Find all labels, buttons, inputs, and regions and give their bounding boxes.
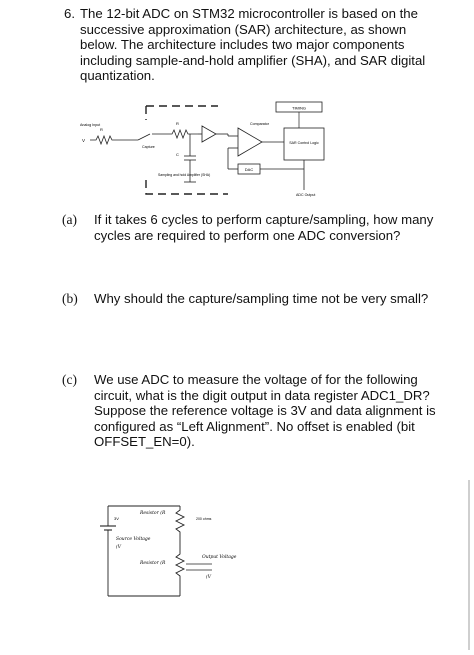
source-voltage-label: Source Voltage xyxy=(116,536,151,542)
comparator xyxy=(237,127,263,157)
input-resistor xyxy=(90,134,138,146)
resistor-1-label: Resistor (R xyxy=(139,509,166,516)
part-a-label: (a) xyxy=(62,212,77,227)
resistor-2 xyxy=(174,550,186,596)
part-a-text: If it takes 6 cycles to perform capture/… xyxy=(94,212,434,243)
adc-resistor xyxy=(152,128,198,140)
resistor-2-label: Resistor (R xyxy=(139,559,166,566)
part-b: (b) Why should the capture/sampling time… xyxy=(62,291,440,307)
analog-input-label: Analog Input xyxy=(80,123,100,127)
r-adc-label: R xyxy=(176,121,179,126)
sar-adc-diagram: TIMING SAR Control Logic Analog Input V … xyxy=(80,101,325,197)
timing-label: TIMING xyxy=(292,106,306,111)
capture-label: Capture xyxy=(142,145,155,149)
scrollbar[interactable] xyxy=(468,480,470,650)
sha-label: Sampling and hold Amplifier (SHA) xyxy=(158,173,210,177)
part-b-text: Why should the capture/sampling time not… xyxy=(94,291,429,306)
vin-label: V xyxy=(82,138,85,143)
source-value: 3V xyxy=(114,516,119,521)
output-voltage-label: Output Voltage xyxy=(202,554,237,560)
buffer-amp xyxy=(201,125,217,143)
dac-label: DAC xyxy=(245,167,254,172)
part-a: (a) If it takes 6 cycles to perform capt… xyxy=(62,212,440,243)
adc-output-label: ADC Output xyxy=(296,193,315,197)
part-c-text: We use ADC to measure the voltage of for… xyxy=(94,372,436,450)
cadc-label: C xyxy=(176,152,179,157)
question-intro: The 12-bit ADC on STM32 microcontroller … xyxy=(80,6,426,84)
resistor-1-value: 200 ohms xyxy=(196,517,212,521)
source-sym: (V xyxy=(116,543,122,550)
voltage-divider-diagram: 3V Source Voltage (V Resistor (R 200 ohm… xyxy=(100,505,237,597)
sar-logic-label: SAR Control Logic xyxy=(289,141,319,145)
part-c-label: (c) xyxy=(62,372,77,387)
resistor-1 xyxy=(174,506,186,550)
output-sym: (V xyxy=(206,573,212,580)
question-6: 6. The 12-bit ADC on STM32 microcontroll… xyxy=(64,6,440,84)
part-c: (c) We use ADC to measure the voltage of… xyxy=(62,372,440,450)
part-b-label: (b) xyxy=(62,291,78,306)
question-number: 6. xyxy=(64,6,75,21)
comparator-label: Comparator xyxy=(250,122,270,126)
r-in-label: R xyxy=(100,127,103,132)
